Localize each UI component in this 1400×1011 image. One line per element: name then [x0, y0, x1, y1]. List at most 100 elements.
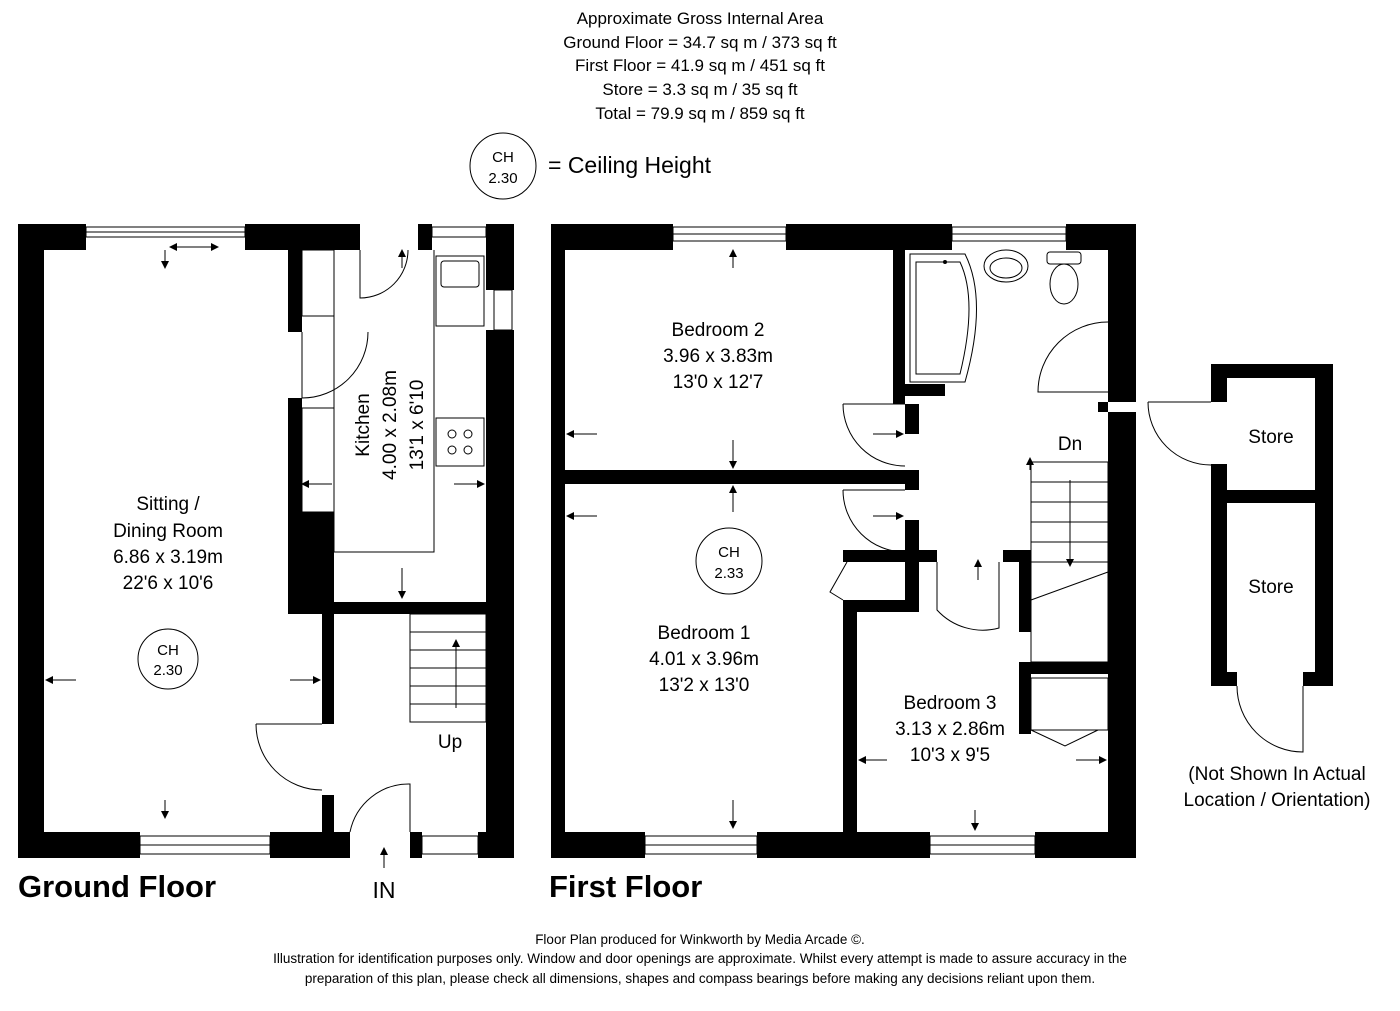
area-total: Total = 79.9 sq m / 859 sq ft: [595, 104, 805, 123]
gf-wall: [245, 224, 360, 250]
bath-icon: [909, 253, 977, 383]
gf-wall: [418, 224, 432, 250]
bedroom3-imperial: 10'3 x 9'5: [910, 745, 990, 766]
bedroom2-name: Bedroom 2: [672, 320, 765, 341]
ff-ch-value: 2.33: [714, 565, 743, 582]
gf-ch-value: 2.30: [153, 662, 182, 679]
area-title: Approximate Gross Internal Area: [577, 9, 824, 28]
store-b-label: Store: [1248, 577, 1293, 598]
bedroom2-imperial: 13'0 x 12'7: [673, 372, 764, 393]
ground-floor-title: Ground Floor: [18, 869, 216, 904]
ff-stairs: [1030, 461, 1109, 663]
store-wall: [1211, 364, 1227, 402]
bedroom1-imperial: 13'2 x 13'0: [659, 675, 750, 696]
store-door-swing: [1147, 401, 1212, 466]
store-a-label: Store: [1248, 427, 1293, 448]
gf-window: [421, 835, 479, 855]
stores-plan: Store Store (Not Shown In Actual Locatio…: [1147, 364, 1371, 811]
ff-wall: [1098, 402, 1108, 412]
basin-icon: [983, 249, 1029, 283]
gf-sink: [435, 255, 485, 327]
ff-wall: [1019, 550, 1031, 632]
footer-credit: Floor Plan produced for Winkworth by Med…: [535, 932, 865, 947]
gf-door-swing: [359, 249, 409, 299]
gf-wall: [288, 224, 302, 332]
disclaimer: Floor Plan produced for Winkworth by Med…: [273, 932, 1127, 986]
gf-kitchen-unit: [301, 407, 335, 513]
toilet-icon: [1046, 251, 1082, 265]
gf-wall: [288, 602, 514, 614]
ceiling-height-legend: CH 2.30 = Ceiling Height: [469, 132, 712, 200]
ch-legend-value: 2.30: [488, 170, 517, 187]
ff-wardrobe-door: [1030, 729, 1099, 747]
gf-window: [431, 226, 487, 238]
ff-wall: [1019, 674, 1031, 734]
gf-wall: [410, 832, 422, 858]
ff-wall: [551, 224, 673, 250]
ff-wall: [1108, 412, 1136, 858]
gf-door-swing: [301, 331, 369, 399]
gf-stairs-label: Up: [438, 732, 462, 753]
gf-wall: [18, 832, 140, 858]
store-wall: [1315, 364, 1333, 686]
gf-door-swing: [255, 723, 323, 791]
store-wall: [1211, 464, 1227, 686]
area-store: Store = 3.3 sq m / 35 sq ft: [602, 80, 797, 99]
ff-ch-circle: [695, 527, 763, 595]
gf-wall: [322, 614, 334, 724]
gf-ch-label: CH: [157, 642, 179, 659]
gf-kitchen-counter-outline: [333, 250, 435, 553]
ff-wall: [1108, 224, 1136, 402]
footer-disclaimer-2: preparation of this plan, please check a…: [305, 971, 1095, 986]
ff-door-swing: [936, 562, 1000, 631]
gf-wall: [478, 832, 514, 858]
kitchen-imperial: 13'1 x 6'10: [407, 380, 428, 471]
ff-door-swing: [842, 489, 906, 553]
bedroom3-metric: 3.13 x 2.86m: [895, 719, 1005, 740]
kitchen-metric: 4.00 x 2.08m: [380, 370, 401, 480]
ff-bathroom: [909, 249, 1082, 383]
bedroom1-metric: 4.01 x 3.96m: [649, 649, 759, 670]
ff-wall: [565, 470, 919, 484]
ff-wall: [905, 384, 945, 396]
ch-legend-meaning: = Ceiling Height: [548, 152, 712, 178]
store-wall: [1303, 672, 1333, 686]
sitting-room-metric: 6.86 x 3.19m: [113, 547, 223, 568]
area-first: First Floor = 41.9 sq m / 451 sq ft: [575, 56, 825, 75]
sitting-room-imperial: 22'6 x 10'6: [123, 573, 214, 594]
ff-wall: [843, 600, 857, 832]
ff-wall: [786, 224, 952, 250]
ff-wall: [757, 832, 930, 858]
area-summary: Approximate Gross Internal Area Ground F…: [563, 9, 837, 123]
store-door-swing: [1236, 685, 1304, 753]
ff-stairs-label: Dn: [1058, 434, 1082, 455]
ground-floor-plan: Sitting / Dining Room 6.86 x 3.19m 22'6 …: [18, 224, 514, 904]
ff-wall: [905, 520, 919, 550]
first-floor-title: First Floor: [549, 869, 702, 904]
gf-wall: [18, 224, 44, 858]
ff-wall: [843, 600, 919, 612]
ch-legend-label: CH: [492, 149, 514, 166]
gf-hob: [435, 417, 485, 467]
ff-ch-label: CH: [718, 544, 740, 561]
gf-entrance-door: [349, 783, 411, 833]
store-note-2: Location / Orientation): [1184, 790, 1371, 811]
gf-window: [493, 289, 513, 331]
first-floor-plan: Bedroom 2 3.96 x 3.83m 13'0 x 12'7 CH 2.…: [549, 224, 1136, 904]
ff-wall: [905, 470, 919, 490]
area-ground: Ground Floor = 34.7 sq m / 373 sq ft: [563, 33, 837, 52]
ff-wall: [905, 404, 919, 434]
sitting-room-name-2: Dining Room: [113, 521, 223, 542]
gf-stairs: [409, 613, 487, 723]
ff-wall: [893, 396, 905, 404]
ff-wall: [905, 562, 919, 612]
store-wall: [1211, 672, 1237, 686]
kitchen-label: Kitchen 4.00 x 2.08m 13'1 x 6'10: [353, 370, 428, 480]
gf-wall: [486, 330, 514, 858]
ff-wall: [893, 250, 905, 396]
store-wall: [1211, 490, 1333, 503]
gf-wall: [270, 832, 350, 858]
ff-cupboard-door: [829, 561, 848, 601]
ff-wardrobe: [1030, 677, 1109, 731]
ff-wall: [1035, 832, 1136, 858]
